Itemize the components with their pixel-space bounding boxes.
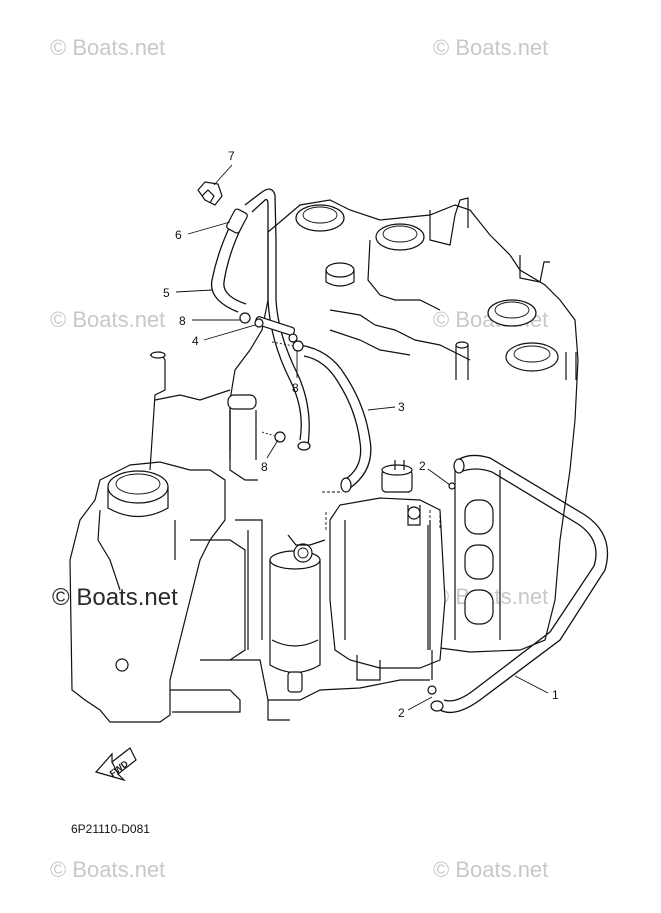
callout-8: 8 (179, 314, 186, 328)
watermark-left: © Boats.net (50, 307, 166, 332)
callout-4: 4 (192, 334, 199, 348)
watermark-bottom-left: © Boats.net (50, 857, 166, 882)
watermark-bottom-right: © Boats.net (433, 857, 549, 882)
callout-8: 8 (292, 381, 299, 395)
callout-3: 3 (398, 400, 405, 414)
hose-assembly (197, 181, 609, 714)
watermark-top-left: © Boats.net (50, 35, 166, 60)
callout-2: 2 (419, 459, 426, 473)
engine-block (69, 197, 579, 723)
callout-7: 7 (228, 149, 235, 163)
watermark-top-right: © Boats.net (433, 35, 549, 60)
callout-1: 1 (552, 688, 559, 702)
callout-5: 5 (163, 286, 170, 300)
callouts: 7 6 5 8 4 8 3 8 2 1 2 (163, 149, 559, 720)
fwd-arrow: FWD (94, 747, 137, 782)
callout-8: 8 (261, 460, 268, 474)
callout-6: 6 (175, 228, 182, 242)
watermark-left-dark: © Boats.net (52, 584, 178, 611)
callout-2: 2 (398, 706, 405, 720)
drawing-code: 6P21110-D081 (71, 822, 150, 836)
leader-lines (175, 164, 549, 711)
